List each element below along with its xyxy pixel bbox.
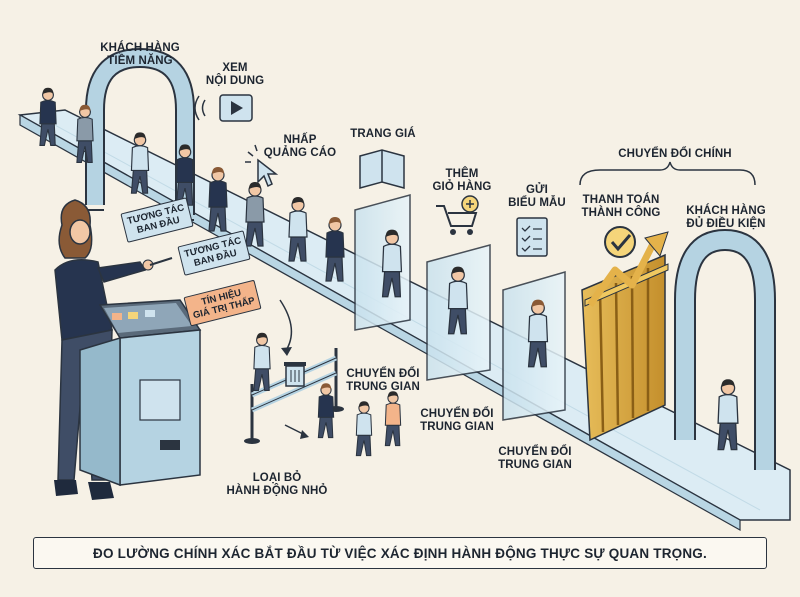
walker-figure — [39, 87, 57, 146]
walker-figure — [76, 104, 94, 163]
walker-figure — [355, 401, 373, 457]
walker-figure — [384, 391, 402, 447]
walker-figure — [325, 217, 345, 282]
form-icon — [516, 217, 548, 257]
walker-figure — [130, 132, 150, 194]
walker-figure — [717, 379, 739, 451]
walker-figure — [447, 266, 469, 335]
caption-bar: ĐO LƯỜNG CHÍNH XÁC BẮT ĐẦU TỪ VIỆC XÁC Đ… — [33, 537, 767, 569]
final-arch — [674, 228, 776, 470]
label-micro-conversion-3: CHUYỂN ĐỔI TRUNG GIAN — [498, 446, 572, 471]
label-prospects: KHÁCH HÀNG TIỀM NĂNG — [100, 42, 180, 67]
label-submit-form: GỬI BIỂU MẪU — [508, 184, 566, 209]
walker-figure — [208, 167, 228, 232]
walker-figure — [527, 299, 549, 368]
growth-arrow-icon — [587, 231, 669, 308]
walker-figure — [245, 182, 265, 247]
walker-figure — [253, 332, 271, 391]
walker-figure — [317, 383, 335, 439]
walker-figure — [288, 197, 308, 262]
label-pricing-page: TRANG GIÁ — [350, 128, 416, 140]
discard-arrows — [279, 299, 309, 439]
label-view-content: XEM NỘI DUNG — [205, 62, 265, 87]
label-qualified-customer: KHÁCH HÀNG ĐỦ ĐIỀU KIỆN — [686, 205, 766, 230]
kiosk — [79, 299, 202, 487]
label-click-ad: NHẤP QUẢNG CÁO — [263, 134, 337, 159]
cursor-icon — [245, 144, 279, 188]
check-icon — [604, 226, 636, 258]
primary-conversion-bracket — [579, 161, 756, 186]
label-payment-success: THANH TOÁN THÀNH CÔNG — [581, 194, 661, 219]
play-icon — [194, 94, 253, 122]
trash-icon — [284, 362, 306, 387]
cart-icon — [436, 195, 479, 235]
walkers — [39, 87, 739, 457]
book-icon — [359, 149, 405, 189]
golden-gate — [581, 253, 669, 442]
walker-figure — [381, 229, 403, 298]
label-discard-minor: LOẠI BỎ HÀNH ĐỘNG NHỎ — [226, 472, 328, 497]
label-micro-conversion-1: CHUYỂN ĐỔI TRUNG GIAN — [346, 368, 420, 393]
label-primary-conversion: CHUYỂN ĐỔI CHÍNH — [618, 148, 732, 160]
label-add-to-cart: THÊM GIỎ HÀNG — [432, 168, 492, 193]
label-micro-conversion-2: CHUYỂN ĐỔI TRUNG GIAN — [420, 408, 494, 433]
